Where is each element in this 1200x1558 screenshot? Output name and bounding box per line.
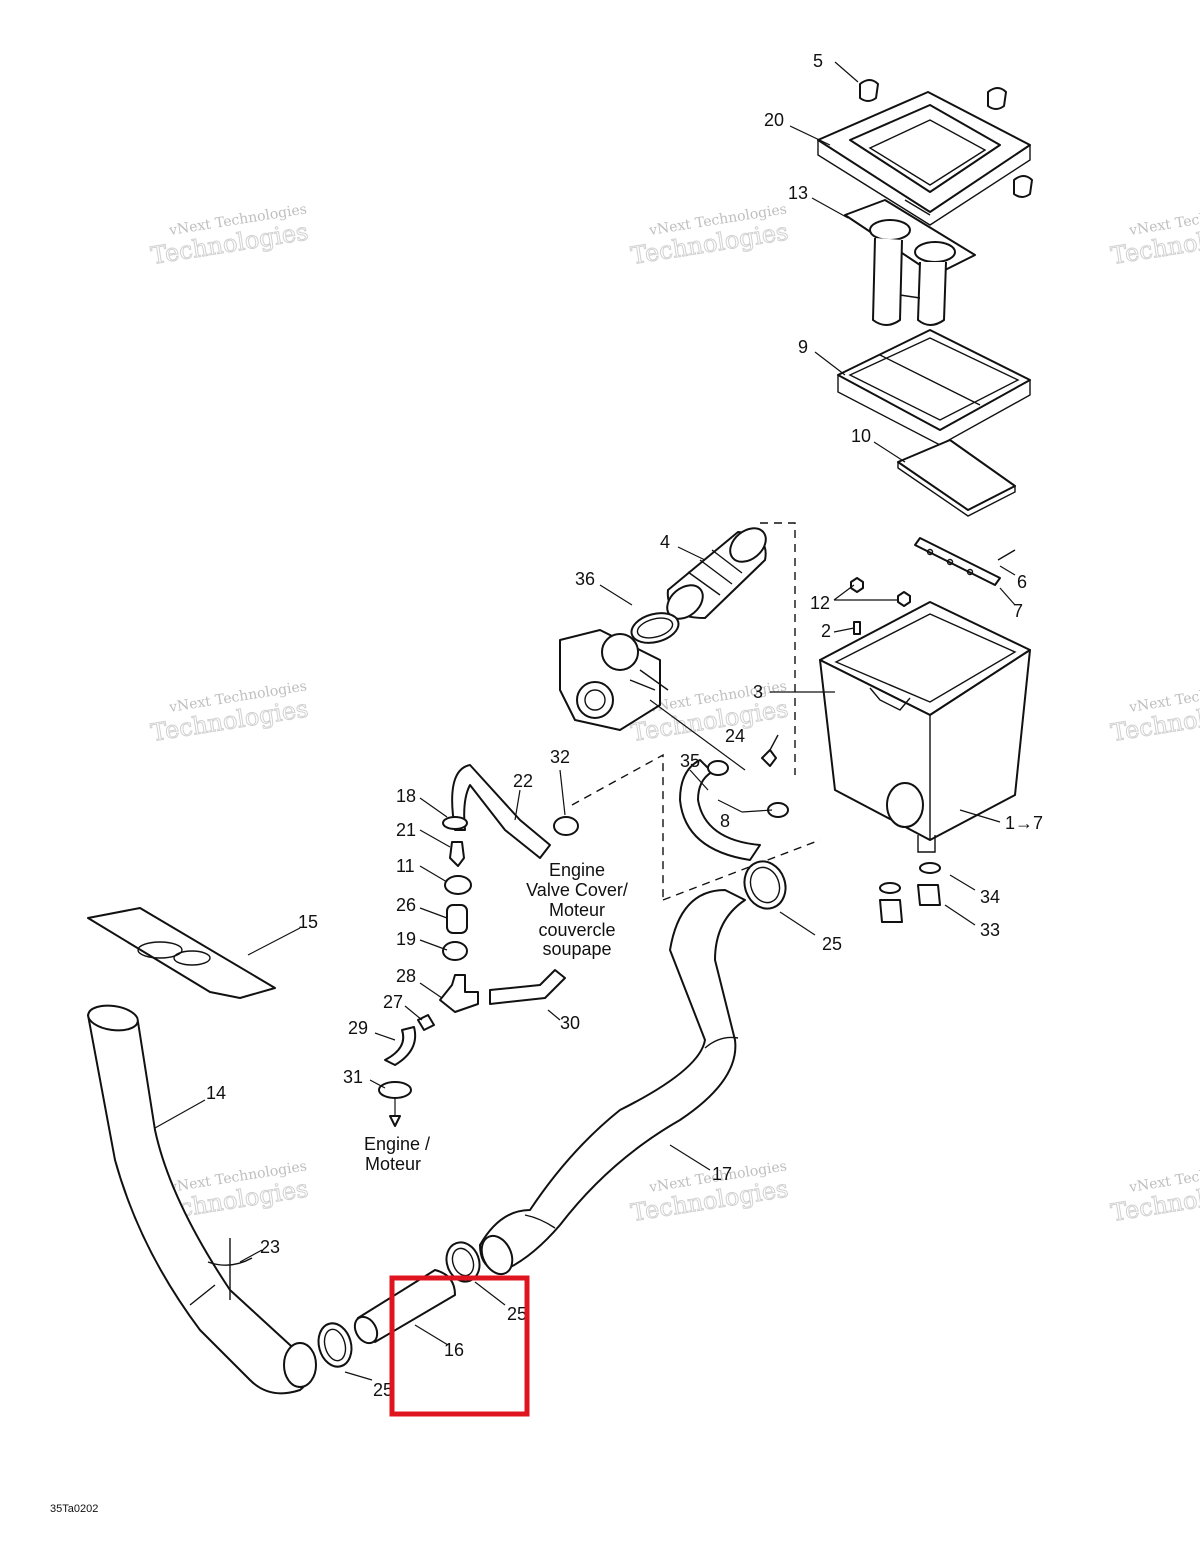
callout-11: 11 — [396, 856, 415, 876]
part-26-sleeve — [446, 904, 468, 934]
callouts: 5 20 13 9 10 4 36 6 7 12 2 3 24 32 35 22… — [206, 51, 1043, 1400]
note-engine-valve-cover: Engine Valve Cover/ Moteur couvercle sou… — [526, 860, 628, 959]
callout-4: 4 — [660, 532, 670, 552]
callout-34: 34 — [980, 887, 1000, 907]
svg-text:Valve Cover/: Valve Cover/ — [526, 880, 628, 900]
part-19-clamp — [442, 941, 468, 961]
part-30-hose — [489, 969, 566, 1005]
dashed-guides — [571, 522, 821, 901]
part-12-nut — [850, 577, 911, 607]
callout-9: 9 — [798, 337, 808, 357]
part-11-clamp — [444, 875, 472, 895]
part-25-clamp-lower-right — [445, 1241, 481, 1283]
watermark-6: vNext Technologies Technologies — [1108, 678, 1200, 747]
callout-25-upper: 25 — [822, 934, 842, 954]
part-24-screw — [761, 734, 779, 767]
svg-text:Moteur: Moteur — [549, 900, 605, 920]
callout-30: 30 — [560, 1013, 580, 1033]
callout-31: 31 — [343, 1067, 363, 1087]
callout-26: 26 — [396, 895, 416, 915]
callout-32: 32 — [550, 747, 570, 767]
part-20-airbox-cover — [817, 91, 1031, 226]
callout-29: 29 — [348, 1018, 368, 1038]
callout-33: 33 — [980, 920, 1000, 940]
part-6-7-bracket — [914, 537, 1016, 586]
callout-12: 12 — [810, 593, 830, 613]
airbox-body — [819, 601, 1031, 853]
callout-15: 15 — [298, 912, 318, 932]
highlight-box — [389, 1275, 530, 1417]
leader-lines — [154, 61, 1016, 1381]
watermark-4: vNext Technologies Technologies — [148, 678, 310, 747]
callout-3: 3 — [753, 682, 763, 702]
svg-text:Moteur: Moteur — [365, 1154, 421, 1174]
callout-10: 10 — [851, 426, 871, 446]
callout-21: 21 — [396, 820, 416, 840]
callout-25-lower-right: 25 — [507, 1304, 527, 1324]
part-21-fitting — [449, 841, 465, 867]
callout-6: 6 — [1017, 572, 1027, 592]
note-engine: Engine / Moteur — [364, 1134, 430, 1174]
callout-28: 28 — [396, 966, 416, 986]
part-18-clamp — [442, 816, 468, 830]
watermark-9: vNext Technologies Technologies — [1108, 1158, 1200, 1227]
svg-text:soupape: soupape — [542, 939, 611, 959]
callout-19: 19 — [396, 929, 416, 949]
svg-text:Engine: Engine — [549, 860, 605, 880]
part-33-34-fittings — [879, 862, 941, 923]
callout-5: 5 — [813, 51, 823, 71]
callout-14: 14 — [206, 1083, 226, 1103]
callout-1-to-7: 1→7 — [1005, 813, 1043, 833]
callout-35: 35 — [680, 751, 700, 771]
watermark-3: vNext Technologies Technologies — [1108, 201, 1200, 270]
part-15-plate — [87, 907, 276, 999]
part-25-clamp-lower-left — [317, 1322, 353, 1368]
callout-36: 36 — [575, 569, 595, 589]
callout-25-lower-left: 25 — [373, 1380, 393, 1400]
callout-16: 16 — [444, 1340, 464, 1360]
part-16-tube — [353, 1269, 456, 1345]
carburetor — [559, 629, 669, 731]
watermark-2: vNext Technologies Technologies — [628, 201, 790, 270]
part-25-clamp-upper — [743, 860, 787, 910]
callout-24: 24 — [725, 726, 745, 746]
watermark-1: vNext Technologies Technologies — [148, 201, 310, 270]
part-29-hose — [384, 1026, 417, 1066]
callout-20: 20 — [764, 110, 784, 130]
part-23-strap — [189, 1238, 253, 1306]
callout-17: 17 — [712, 1164, 732, 1184]
callout-27: 27 — [383, 992, 403, 1012]
part-8-clamp — [707, 760, 789, 818]
callout-13: 13 — [788, 183, 808, 203]
svg-text:Engine /: Engine / — [364, 1134, 430, 1154]
part-27-fitting — [417, 1014, 435, 1031]
part-22-hose — [451, 764, 551, 859]
callout-22: 22 — [513, 771, 533, 791]
part-5-clip — [859, 79, 1033, 198]
part-13-silencer-plate — [844, 199, 976, 326]
callout-23: 23 — [260, 1237, 280, 1257]
callout-18: 18 — [396, 786, 416, 806]
part-28-tee — [439, 974, 479, 1013]
watermark-8: vNext Technologies Technologies — [628, 1158, 790, 1227]
part-36-clamp — [630, 612, 680, 644]
svg-text:couvercle: couvercle — [538, 920, 615, 940]
part-10-filter-pad — [897, 439, 1016, 517]
callout-7: 7 — [1013, 601, 1023, 621]
part-35-hose — [679, 759, 761, 861]
part-17-duct — [479, 889, 746, 1276]
drawing-code: 35Ta0202 — [50, 1503, 98, 1515]
callout-8: 8 — [720, 811, 730, 831]
callout-2: 2 — [821, 621, 831, 641]
part-31-clamp — [378, 1081, 412, 1127]
part-14-tube — [87, 1004, 317, 1395]
part-4-intake-boot — [666, 527, 767, 620]
part-32-clamp — [553, 816, 579, 836]
